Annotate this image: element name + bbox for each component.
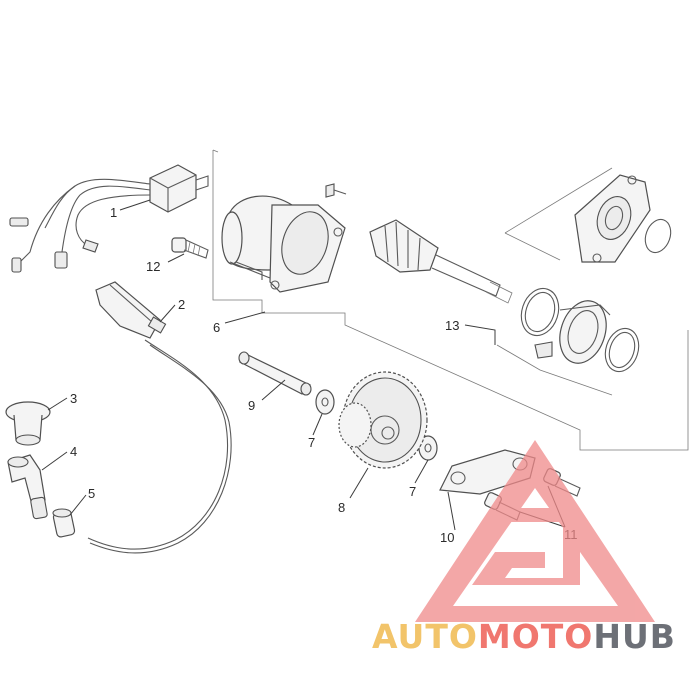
starter-end-cover — [574, 174, 672, 263]
callout-6: 6 — [213, 320, 220, 335]
small-screws — [325, 183, 347, 198]
callout-5: 5 — [88, 486, 95, 501]
callout-12: 12 — [146, 259, 160, 274]
watermark-moto: MOTO — [478, 617, 593, 656]
callout-10: 10 — [440, 530, 454, 545]
callout-4: 4 — [70, 444, 77, 459]
svg-text:AUTOMOTOHUB: AUTOMOTOHUB — [372, 617, 676, 656]
watermark-auto: AUTO — [372, 617, 478, 656]
spark-plug-boot-cap — [5, 401, 51, 446]
starter-gear — [338, 371, 428, 469]
callout-9: 9 — [248, 398, 255, 413]
spark-plug-cap — [7, 454, 48, 520]
callout-7-left: 7 — [308, 435, 315, 450]
watermark-logo-icon — [415, 440, 655, 622]
watermark-hub: HUB — [593, 617, 676, 656]
cdi-unit — [9, 164, 209, 273]
ignition-coil — [87, 281, 232, 554]
starter-motor — [221, 195, 346, 293]
callout-labels: 1 2 3 4 5 6 7 7 8 9 10 11 12 13 — [70, 205, 578, 545]
watermark-text: AUTOMOTOHUB — [372, 617, 676, 656]
callout-7-right: 7 — [409, 484, 416, 499]
callout-13: 13 — [445, 318, 459, 333]
suppressor-cap — [52, 508, 76, 538]
callout-3: 3 — [70, 391, 77, 406]
callout-8: 8 — [338, 500, 345, 515]
washer-7-right — [418, 435, 438, 461]
brush-holder-set — [520, 287, 640, 373]
washer-7-left — [315, 389, 335, 415]
callout-2: 2 — [178, 297, 185, 312]
assembly-boundary-lines — [212, 149, 689, 451]
callout-1: 1 — [110, 205, 117, 220]
screw-12 — [171, 237, 209, 259]
starter-armature — [369, 219, 513, 304]
